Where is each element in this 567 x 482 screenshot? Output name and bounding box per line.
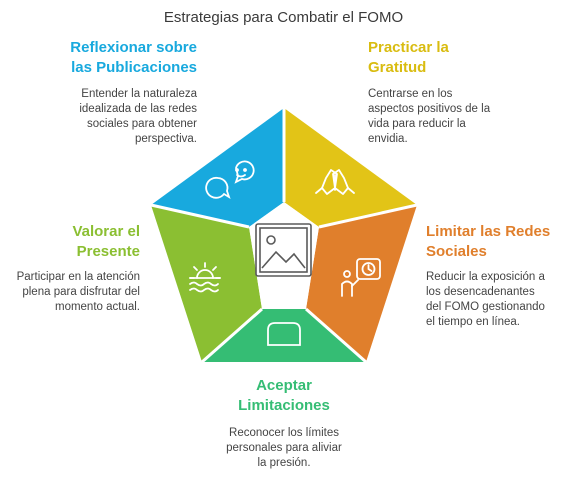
segment-practicar[interactable] (284, 108, 417, 227)
segment-limitar[interactable] (306, 205, 417, 362)
desc-line: vida para reducir la (368, 118, 466, 130)
heading-line: Practicar la (368, 39, 449, 56)
desc-line: plena para disfrutar del (22, 286, 140, 298)
rounded-frame-icon (267, 322, 301, 346)
desc-line: del FOMO gestionando (426, 301, 545, 313)
image-placeholder-icon (255, 223, 312, 277)
heading-line: las Publicaciones (71, 59, 197, 76)
heading-line: Limitar las Redes (426, 223, 551, 240)
desc-line: sociales para obtener (87, 118, 197, 130)
desc-line: personales para aliviar (226, 442, 342, 454)
desc-line: la presión. (257, 457, 311, 469)
person-clock-icon (341, 258, 381, 297)
desc-line: Entender la naturaleza (81, 88, 197, 100)
diagram-title: Estrategias para Combatir el FOMO (163, 9, 404, 26)
sunset-icon (189, 262, 221, 293)
desc-reflexionar: Entender la naturaleza idealizada de las… (20, 87, 197, 147)
desc-line: Reducir la exposición a (426, 271, 545, 283)
desc-valorar: Participar en la atención plena para dis… (4, 270, 140, 315)
heading-reflexionar: Reflexionar sobre las Publicaciones (20, 38, 197, 78)
heading-limitar: Limitar las Redes Sociales (426, 222, 564, 262)
heading-line: Valorar el (72, 223, 140, 240)
heading-practicar: Practicar la Gratitud (368, 38, 548, 78)
desc-line: aspectos positivos de la (368, 103, 491, 115)
desc-line: perspectiva. (134, 133, 197, 145)
segment-aceptar[interactable] (202, 309, 366, 362)
desc-line: Participar en la atención (16, 271, 140, 283)
heading-line: Limitaciones (238, 397, 330, 414)
desc-aceptar: Reconocer los límites personales para al… (194, 426, 374, 471)
heading-valorar: Valorar el Presente (10, 222, 140, 262)
heading-line: Aceptar (256, 377, 312, 394)
desc-practicar: Centrarse en los aspectos positivos de l… (368, 87, 548, 147)
desc-line: envidia. (368, 133, 408, 145)
heading-line: Sociales (426, 243, 487, 260)
desc-line: los desencadenantes (426, 286, 535, 298)
desc-line: Reconocer los límites (229, 427, 339, 439)
desc-limitar: Reducir la exposición a los desencadenan… (426, 270, 564, 330)
desc-line: Centrarse en los (368, 88, 453, 100)
desc-line: el tiempo en línea. (426, 316, 520, 328)
heading-aceptar: Aceptar Limitaciones (184, 376, 384, 416)
segment-reflexionar[interactable] (151, 108, 284, 227)
heading-line: Gratitud (368, 59, 427, 76)
heading-line: Reflexionar sobre (70, 39, 197, 56)
heading-line: Presente (76, 243, 140, 260)
desc-line: idealizada de las redes (79, 103, 197, 115)
chat-bubbles-icon (205, 160, 255, 200)
desc-line: momento actual. (54, 301, 140, 313)
praying-hands-icon (315, 169, 355, 195)
